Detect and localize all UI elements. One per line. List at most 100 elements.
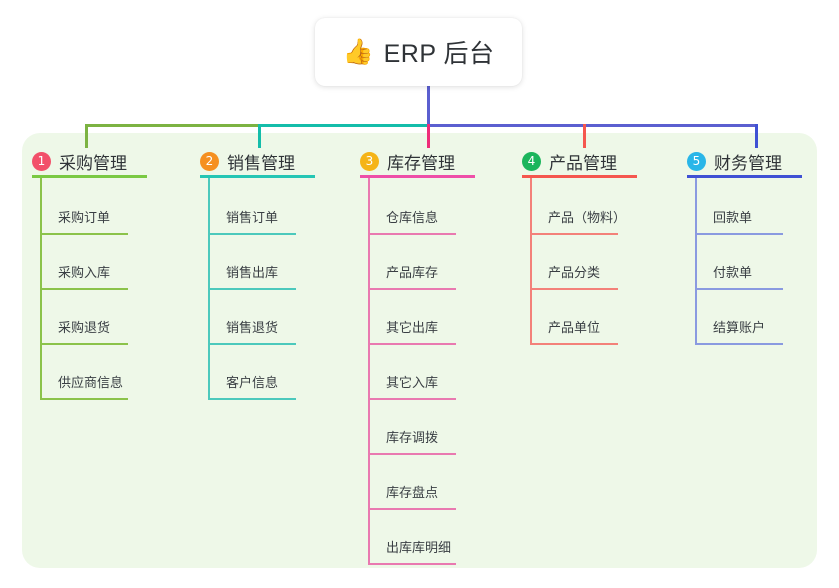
branch-item[interactable]: 销售出库 xyxy=(200,235,370,290)
branch-item-rule xyxy=(40,233,128,235)
root-stem-line xyxy=(427,86,430,126)
root-title: ERP 后台 xyxy=(383,40,495,68)
connector-drop-4 xyxy=(583,124,586,148)
branch-item-rule xyxy=(40,398,128,400)
branch-item-rule xyxy=(368,343,456,345)
branch-item[interactable]: 产品库存 xyxy=(360,235,530,290)
branch-item-list: 销售订单销售出库销售退货客户信息 xyxy=(200,180,370,400)
branch-header-rule xyxy=(32,175,147,178)
branch-item-rule xyxy=(530,288,618,290)
branch-item-rule xyxy=(208,233,296,235)
branch-item-label: 库存调拨 xyxy=(386,430,439,445)
branch-column-3: 3 库存管理仓库信息产品库存其它出库其它入库库存调拨库存盘点出库库明细 xyxy=(360,133,530,565)
branch-title: 财务管理 xyxy=(714,154,782,173)
branch-item[interactable]: 销售退货 xyxy=(200,290,370,345)
branch-item-list: 仓库信息产品库存其它出库其它入库库存调拨库存盘点出库库明细 xyxy=(360,180,530,565)
branch-item-list: 回款单付款单结算账户 xyxy=(687,180,839,345)
branch-item-rule xyxy=(40,343,128,345)
branch-number-badge: 3 xyxy=(360,152,379,171)
branch-item-label: 采购入库 xyxy=(58,265,111,280)
branch-spine xyxy=(695,178,697,343)
branch-item-label: 采购退货 xyxy=(58,320,111,335)
branch-item[interactable]: 出库库明细 xyxy=(360,510,530,565)
branch-item-label: 产品分类 xyxy=(548,265,601,280)
branch-item[interactable]: 其它出库 xyxy=(360,290,530,345)
branch-item-label: 产品单位 xyxy=(548,320,601,335)
branch-item-rule xyxy=(368,453,456,455)
branch-item-rule xyxy=(368,288,456,290)
branch-item-label: 回款单 xyxy=(713,210,753,225)
branch-number-badge: 5 xyxy=(687,152,706,171)
connector-drop-5 xyxy=(755,124,758,148)
branch-item-rule xyxy=(695,343,783,345)
thumbs-up-icon: 👍 xyxy=(342,37,374,66)
branch-number-badge: 2 xyxy=(200,152,219,171)
branch-item-list: 采购订单采购入库采购退货供应商信息 xyxy=(32,180,202,400)
branch-title: 采购管理 xyxy=(59,154,127,173)
root-node[interactable]: 👍 ERP 后台 xyxy=(315,18,522,86)
branch-item[interactable]: 库存盘点 xyxy=(360,455,530,510)
branch-number-badge: 4 xyxy=(522,152,541,171)
branch-item-rule xyxy=(368,398,456,400)
branch-header-1[interactable]: 1 采购管理 xyxy=(32,133,202,180)
branch-number-badge: 1 xyxy=(32,152,51,171)
branch-header-rule xyxy=(360,175,475,178)
branch-item-rule xyxy=(368,508,456,510)
branch-item[interactable]: 回款单 xyxy=(687,180,839,235)
connector-drop-1 xyxy=(85,124,88,148)
branch-item-label: 出库库明细 xyxy=(386,540,452,555)
branch-item-rule xyxy=(368,563,456,565)
branch-item-rule xyxy=(695,288,783,290)
branch-item-label: 库存盘点 xyxy=(386,485,439,500)
connector-drop-2 xyxy=(258,124,261,148)
branch-item[interactable]: 采购退货 xyxy=(32,290,202,345)
branch-item-label: 结算账户 xyxy=(713,320,766,335)
branch-header-4[interactable]: 4 产品管理 xyxy=(522,133,692,180)
branch-item-label: 产品库存 xyxy=(386,265,439,280)
branch-title: 产品管理 xyxy=(549,154,617,173)
branch-item-rule xyxy=(530,343,618,345)
branch-spine xyxy=(368,178,370,563)
branch-item[interactable]: 产品（物料） xyxy=(522,180,692,235)
branch-item-label: 其它入库 xyxy=(386,375,439,390)
branch-header-3[interactable]: 3 库存管理 xyxy=(360,133,530,180)
branch-item[interactable]: 采购入库 xyxy=(32,235,202,290)
branch-item[interactable]: 销售订单 xyxy=(200,180,370,235)
branch-item-rule xyxy=(208,398,296,400)
branch-item-label: 仓库信息 xyxy=(386,210,439,225)
branch-item[interactable]: 其它入库 xyxy=(360,345,530,400)
branch-item-rule xyxy=(530,233,618,235)
branch-item[interactable]: 供应商信息 xyxy=(32,345,202,400)
trunk-segment-blue xyxy=(427,124,758,127)
branch-item[interactable]: 产品单位 xyxy=(522,290,692,345)
branch-header-rule xyxy=(200,175,315,178)
branch-item[interactable]: 客户信息 xyxy=(200,345,370,400)
branch-item-rule xyxy=(208,288,296,290)
branch-item[interactable]: 结算账户 xyxy=(687,290,839,345)
branch-item-label: 客户信息 xyxy=(226,375,279,390)
branch-item-label: 采购订单 xyxy=(58,210,111,225)
branch-item-label: 销售退货 xyxy=(226,320,279,335)
branch-item-label: 产品（物料） xyxy=(548,210,627,225)
branch-header-rule xyxy=(522,175,637,178)
branch-header-5[interactable]: 5 财务管理 xyxy=(687,133,839,180)
branch-item-label: 供应商信息 xyxy=(58,375,124,390)
branch-column-1: 1 采购管理采购订单采购入库采购退货供应商信息 xyxy=(32,133,202,400)
branch-title: 库存管理 xyxy=(387,154,455,173)
branch-header-rule xyxy=(687,175,802,178)
branch-column-4: 4 产品管理产品（物料） 产品分类产品单位 xyxy=(522,133,692,345)
branch-item[interactable]: 产品分类 xyxy=(522,235,692,290)
connector-drop-3 xyxy=(427,124,430,148)
branch-item[interactable]: 库存调拨 xyxy=(360,400,530,455)
branch-item[interactable]: 付款单 xyxy=(687,235,839,290)
branch-item[interactable]: 采购订单 xyxy=(32,180,202,235)
branch-item-list: 产品（物料） 产品分类产品单位 xyxy=(522,180,692,345)
trunk-segment-teal xyxy=(258,124,429,127)
branch-item-rule xyxy=(208,343,296,345)
branch-item-label: 销售订单 xyxy=(226,210,279,225)
branches-panel xyxy=(22,133,817,568)
branch-item[interactable]: 仓库信息 xyxy=(360,180,530,235)
